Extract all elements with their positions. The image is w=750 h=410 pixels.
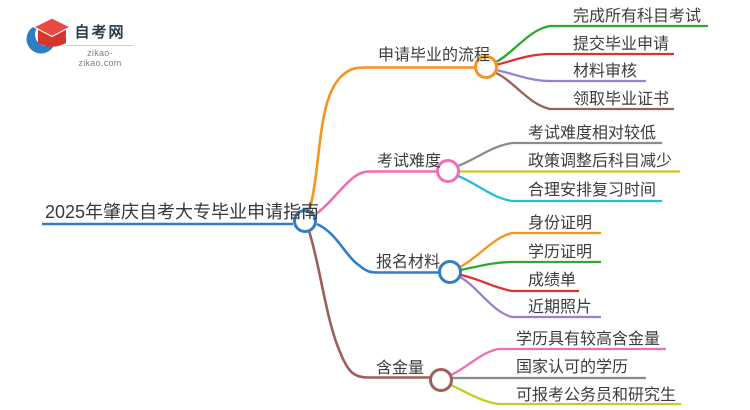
leaf-label: 学历具有较高含金量 [516, 331, 661, 348]
leaf-label: 成绩单 [528, 272, 577, 289]
graduation-cap-icon [26, 17, 70, 54]
leaf-line [495, 71, 674, 111]
leaf-line [459, 231, 601, 269]
branch-line [315, 170, 437, 216]
leaf-label: 材料审核 [573, 63, 638, 80]
branch-label-registration-materials: 报名材料 [376, 254, 441, 271]
leaf-line [495, 52, 674, 67]
branch-node-circle [429, 368, 453, 392]
logo-domain: zikao-zikao.com [78, 48, 122, 68]
leaf-label: 学历证明 [528, 244, 593, 261]
leaf-line [460, 273, 579, 293]
branch-node-circle [474, 55, 498, 79]
leaf-label: 提交毕业申请 [573, 36, 670, 53]
leaf-label: 合理安排复习时间 [528, 182, 657, 199]
leaf-line [450, 383, 681, 406]
leaf-label: 国家认可的学历 [516, 359, 629, 376]
root-node-circle [293, 209, 317, 233]
leaf-line [460, 260, 601, 272]
branch-line [316, 222, 439, 274]
branch-label-value: 含金量 [376, 360, 425, 377]
branch-label-graduation-process: 申请毕业的流程 [378, 47, 491, 64]
leaf-line [495, 68, 646, 83]
leaf-label: 完成所有科目考试 [573, 8, 702, 25]
branch-line [307, 66, 475, 212]
branch-node-circle [438, 260, 462, 284]
leaf-label: 政策调整后科目减少 [528, 153, 673, 170]
leaf-line [457, 141, 662, 168]
leaf-line [495, 24, 708, 64]
branch-line [307, 230, 430, 379]
branch-label-exam-difficulty: 考试难度 [377, 153, 442, 170]
leaf-label: 可报考公务员和研究生 [516, 387, 677, 404]
logo-title: 自考网 [74, 24, 126, 41]
branch-node-circle [436, 159, 460, 183]
leaf-line [459, 275, 601, 319]
site-logo: 自考网 zikao-zikao.com [26, 11, 156, 68]
leaf-label: 领取毕业证书 [573, 91, 670, 108]
logo-text-block: 自考网 zikao-zikao.com [67, 21, 133, 68]
mindmap-root-label: 2025年肇庆自考大专毕业申请指南 [45, 202, 320, 222]
leaf-label: 近期照片 [528, 299, 593, 316]
leaf-line [457, 174, 662, 203]
leaf-line [450, 347, 666, 377]
leaf-label: 考试难度相对较低 [528, 125, 657, 142]
logo-divider [67, 45, 133, 46]
leaf-label: 身份证明 [528, 215, 593, 232]
